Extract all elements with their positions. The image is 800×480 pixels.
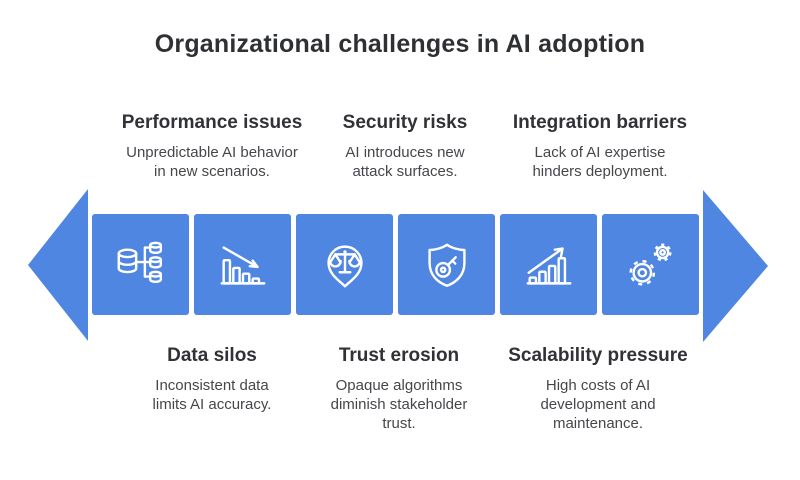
page-title: Organizational challenges in AI adoption	[154, 30, 646, 58]
icon-box-security	[398, 214, 495, 315]
icon-box-scalability	[500, 214, 597, 315]
right-arrowhead	[703, 190, 768, 342]
gears-icon	[628, 242, 672, 286]
declining-chart-icon	[220, 245, 265, 285]
challenge-data-silos: Data silos Inconsistent data limits AI a…	[102, 345, 322, 415]
database-silos-icon	[117, 241, 162, 283]
challenge-scalability-pressure: Scalability pressure High costs of AI de…	[488, 345, 708, 433]
icon-band	[92, 214, 699, 315]
icon-box-integration	[602, 214, 699, 315]
challenge-description: AI introduces new attack surfaces.	[345, 143, 465, 180]
challenge-performance-issues: Performance issues Unpredictable AI beha…	[92, 112, 332, 182]
icon-box-performance	[194, 214, 291, 315]
challenge-description: Inconsistent data limits AI accuracy.	[152, 376, 272, 413]
growth-chart-icon	[526, 246, 571, 285]
challenge-heading: Integration barriers	[512, 112, 688, 133]
scales-pin-icon	[326, 244, 363, 287]
icon-box-data-silos	[92, 214, 189, 315]
icon-box-trust	[296, 214, 393, 315]
challenge-heading: Security risks	[342, 112, 468, 133]
challenge-description: Unpredictable AI behavior in new scenari…	[126, 143, 298, 180]
challenge-heading: Trust erosion	[338, 345, 460, 366]
challenge-description: Lack of AI expertise hinders deployment.	[532, 143, 668, 180]
challenge-description: Opaque algorithms diminish stakeholder t…	[330, 376, 468, 432]
left-arrowhead	[28, 189, 88, 341]
challenge-heading: Performance issues	[121, 112, 303, 133]
challenge-security-risks: Security risks AI introduces new attack …	[305, 112, 505, 182]
challenge-trust-erosion: Trust erosion Opaque algorithms diminish…	[289, 345, 509, 433]
challenge-description: High costs of AI development and mainten…	[540, 376, 656, 432]
challenge-heading: Scalability pressure	[508, 345, 688, 366]
challenge-integration-barriers: Integration barriers Lack of AI expertis…	[490, 112, 710, 182]
shield-key-icon	[427, 242, 466, 287]
challenge-heading: Data silos	[167, 345, 257, 366]
